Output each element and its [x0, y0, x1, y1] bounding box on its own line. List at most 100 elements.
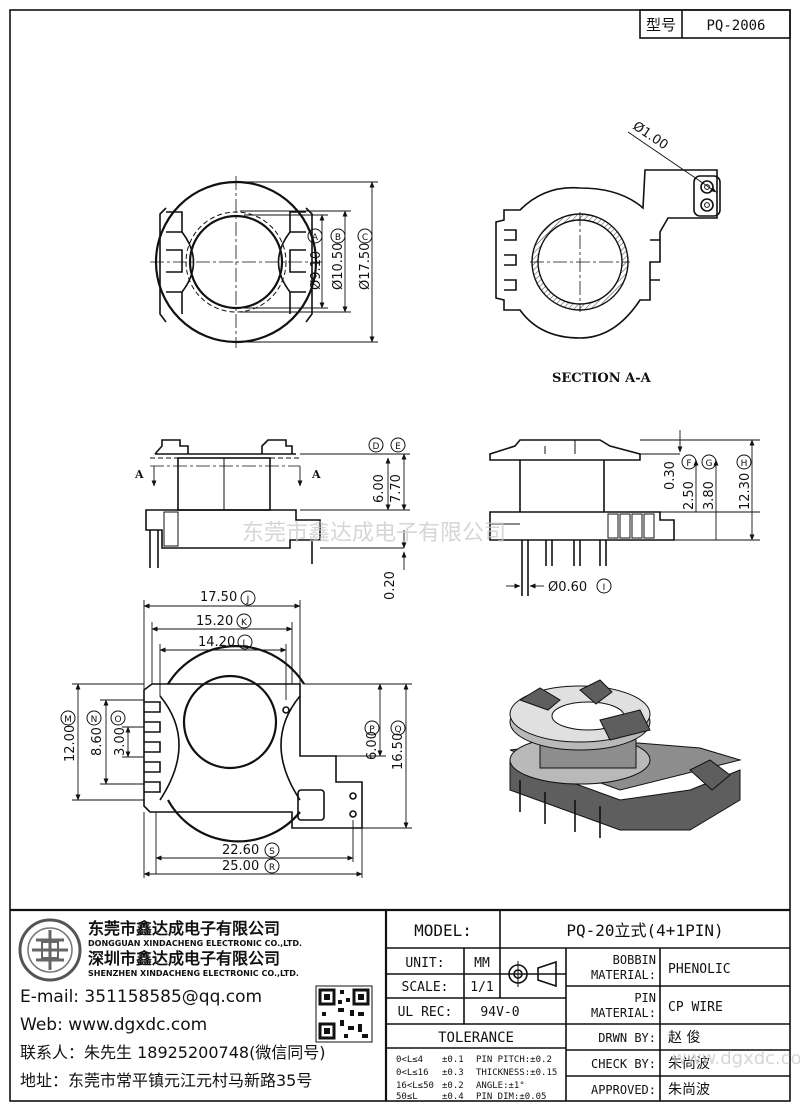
- callout-r: R: [264, 858, 280, 874]
- pin-holes: [693, 175, 721, 217]
- dim-d1050: Ø10.50: [331, 243, 346, 290]
- section-marker-right: A: [311, 468, 321, 481]
- dim-d100: Ø1.00: [630, 119, 671, 153]
- watermark-bottom: www.dgxdc.com: [672, 1048, 800, 1069]
- svg-text:R: R: [269, 863, 275, 873]
- drawn-by-value: 赵 俊: [668, 1030, 700, 1046]
- dim-v860: 8.60: [90, 727, 105, 756]
- header-label: 型号: [646, 16, 676, 34]
- callout-s: S: [264, 842, 280, 858]
- scale-value: 1/1: [470, 980, 493, 995]
- svg-text:A: A: [312, 233, 319, 243]
- company-address: 地址：东莞市常平镇元江元村马新路35号: [20, 1071, 312, 1090]
- side-view: A A 6.00 7.70 D E 0.20: [134, 437, 410, 600]
- section-view: Ø1.00 SECTION A-A: [495, 119, 721, 386]
- dim-h380: 3.80: [702, 481, 717, 510]
- company-name-en-2: SHENZHEN XINDACHENG ELECTRONIC CO.,LTD.: [88, 969, 299, 978]
- callout-e: E: [390, 437, 406, 453]
- callout-n: N: [86, 710, 102, 726]
- callout-a: A: [307, 228, 323, 244]
- callout-i: I: [596, 578, 612, 594]
- unit-value: MM: [474, 956, 490, 971]
- pin-label-2: MATERIAL:: [591, 1006, 656, 1020]
- bobbin-label-1: BOBBIN: [613, 953, 656, 967]
- top-view: Ø9.10 Ø10.50 Ø17.50 A B C: [150, 176, 378, 348]
- callout-g: G: [701, 454, 717, 470]
- company-contact: 联系人：朱先生 18925200748(微信同号): [20, 1043, 326, 1062]
- svg-text:PIN DIM:±0.05: PIN DIM:±0.05: [476, 1092, 546, 1102]
- callout-l: L: [237, 634, 253, 650]
- pin-material-value: CP WIRE: [668, 1000, 723, 1015]
- qr-code-icon: [315, 985, 373, 1043]
- dim-d910: Ø9.10: [309, 251, 324, 290]
- pins: [149, 530, 313, 568]
- dim-w2500: 25.00: [222, 859, 259, 874]
- svg-text:ANGLE:±1°: ANGLE:±1°: [476, 1081, 525, 1091]
- svg-text:0<L≤16: 0<L≤16: [396, 1068, 429, 1078]
- dim-h030: 0.30: [663, 461, 678, 490]
- iso-pins: [519, 780, 601, 838]
- dim-v600: 6.00: [365, 731, 380, 760]
- company-email: E-mail: 351158585@qq.com: [20, 987, 262, 1007]
- svg-text:M: M: [64, 715, 72, 725]
- company-name-cn-1: 东莞市鑫达成电子有限公司: [88, 919, 280, 938]
- section-marker-left: A: [134, 468, 144, 481]
- dim-v300: 3.00: [113, 727, 128, 756]
- approved-label: APPROVED:: [591, 1083, 656, 1097]
- callout-j: J: [240, 590, 256, 606]
- sheet-border: [9, 9, 791, 1102]
- dim-d060: Ø0.60: [548, 580, 587, 595]
- dim-h250: 2.50: [682, 481, 697, 510]
- callout-f: F: [681, 454, 697, 470]
- company-name-cn-2: 深圳市鑫达成电子有限公司: [88, 949, 280, 968]
- callout-p: P: [364, 720, 380, 736]
- svg-text:O: O: [114, 715, 121, 725]
- pin-label-1: PIN: [634, 991, 656, 1005]
- model-value: PQ-20立式(4+1PIN): [566, 921, 723, 940]
- svg-text:±0.4: ±0.4: [442, 1092, 464, 1102]
- title-block: MODEL: PQ-20立式(4+1PIN) UNIT: MM SCALE: 1…: [10, 908, 790, 1102]
- callout-m: M: [60, 710, 76, 726]
- callout-q: Q: [390, 720, 406, 736]
- dim-w1750: 17.50: [200, 590, 237, 605]
- svg-text:PIN PITCH:±0.2: PIN PITCH:±0.2: [476, 1055, 552, 1065]
- dim-w1520: 15.20: [196, 614, 233, 629]
- ulrec-value: 94V-0: [480, 1005, 519, 1020]
- svg-text:S: S: [269, 847, 275, 857]
- dim-h770: 7.70: [389, 474, 404, 503]
- model-label: MODEL:: [414, 921, 472, 940]
- approved-value: 朱尚波: [668, 1082, 710, 1098]
- unit-label: UNIT:: [405, 956, 444, 971]
- tolerance-label: TOLERANCE: [438, 1030, 514, 1046]
- svg-text:L: L: [242, 639, 247, 649]
- svg-text:N: N: [91, 715, 98, 725]
- dim-d1750: Ø17.50: [358, 243, 373, 290]
- svg-text:±0.3: ±0.3: [442, 1068, 464, 1078]
- bobbin-material-value: PHENOLIC: [668, 962, 731, 977]
- svg-text:±0.1: ±0.1: [442, 1055, 464, 1065]
- watermark-top: 东莞市鑫达成电子有限公司: [242, 521, 506, 546]
- company-name-en-1: DONGGUAN XINDACHENG ELECTRONIC CO.,LTD.: [88, 939, 302, 948]
- svg-text:C: C: [362, 233, 368, 243]
- svg-text:E: E: [395, 442, 401, 452]
- company-web: Web: www.dgxdc.com: [20, 1015, 207, 1035]
- projection-symbol-icon: [505, 960, 557, 988]
- dim-w2260: 22.60: [222, 843, 259, 858]
- front-view: Ø0.60 I 0.30 2.50 3.80 12.30 F G H: [489, 430, 760, 596]
- callout-d: D: [368, 437, 384, 453]
- svg-text:±0.2: ±0.2: [442, 1081, 464, 1091]
- svg-text:F: F: [686, 459, 691, 469]
- pin-slots: [607, 513, 655, 539]
- callout-o: O: [110, 710, 126, 726]
- company-info: 东莞市鑫达成电子有限公司 DONGGUAN XINDACHENG ELECTRO…: [18, 918, 373, 1090]
- svg-text:Q: Q: [394, 725, 401, 735]
- svg-text:D: D: [373, 442, 380, 452]
- header-model-number: PQ-2006: [706, 18, 765, 34]
- pins: [521, 540, 607, 596]
- svg-text:B: B: [335, 233, 341, 243]
- drawn-by-label: DRWN BY:: [598, 1031, 656, 1045]
- callout-h: H: [736, 454, 752, 470]
- dim-h1230: 12.30: [738, 473, 753, 510]
- bottom-view: 17.50 15.20 14.20 J K L 12.00 8.60 3.00 …: [60, 590, 412, 878]
